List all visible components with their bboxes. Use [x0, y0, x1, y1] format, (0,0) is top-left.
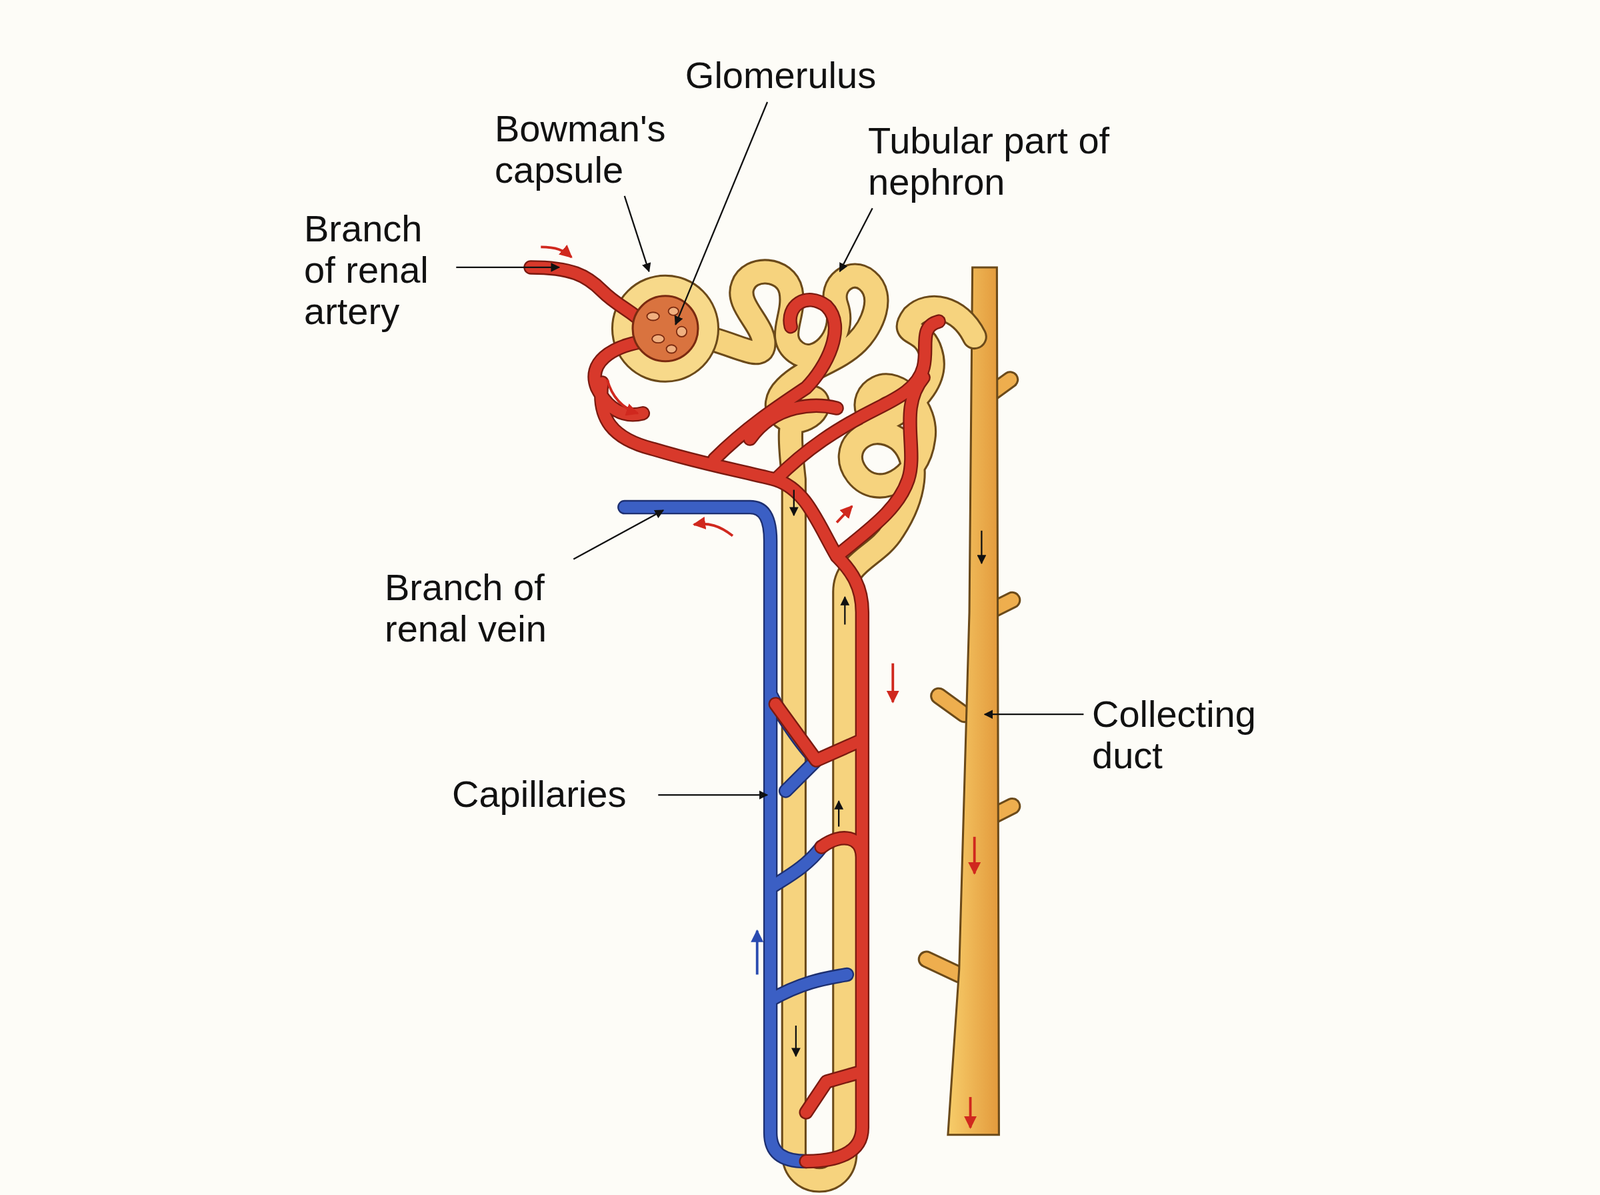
- flow-arrows: [844, 596, 846, 624]
- flow-arrows: [980, 530, 982, 564]
- part-label: Branch of renal vein: [384, 566, 585, 650]
- bowmans-capsule-shape: [612, 275, 718, 382]
- collecting-duct-tube: [948, 267, 1000, 1135]
- leader-lines: [984, 713, 1084, 715]
- glomerulus-shape: [632, 296, 698, 362]
- bowmans-capsule-shape: [612, 275, 718, 382]
- part-label: Capillaries: [452, 773, 652, 815]
- part-label: Glomerulus: [674, 54, 888, 96]
- flow-arrows: [540, 246, 982, 1128]
- flow-arrows: [838, 800, 840, 826]
- part-label: Branch of renal artery: [304, 208, 448, 332]
- part-label: Collecting duct: [1092, 693, 1279, 776]
- leader-lines: [456, 266, 560, 268]
- flow-arrows: [694, 524, 733, 536]
- flow-arrows: [540, 246, 572, 257]
- nephron-tubule: [714, 271, 974, 1180]
- flow-arrows: [756, 930, 759, 975]
- artery-vessel: [530, 267, 939, 1162]
- flow-arrows: [607, 379, 638, 414]
- glomerulus-shape: [652, 334, 664, 343]
- flow-arrows: [973, 836, 976, 874]
- vein-vessel: [624, 507, 848, 1162]
- flow-arrows: [836, 506, 852, 522]
- flow-arrows: [795, 1025, 797, 1056]
- leader-lines: [456, 102, 1084, 795]
- glomerulus-shape: [646, 312, 659, 320]
- part-label: Bowman's capsule: [494, 108, 695, 191]
- leader-lines: [840, 208, 873, 272]
- nephron-tubule: [714, 271, 974, 1180]
- leader-lines: [658, 794, 768, 796]
- artery-vessel: [530, 267, 939, 1162]
- vein-vessel: [624, 507, 848, 1162]
- leader-lines: [624, 196, 650, 272]
- glomerulus-shape: [676, 326, 687, 337]
- flow-arrows: [969, 1096, 972, 1128]
- nephron-tubule: [714, 271, 974, 1180]
- glomerulus-shape: [666, 344, 677, 353]
- flow-arrows: [891, 663, 894, 702]
- glomerulus-shape: [632, 296, 698, 362]
- glomerulus-shape: [668, 307, 679, 316]
- collecting-duct-tube: [926, 267, 1013, 1135]
- leader-lines: [675, 102, 768, 325]
- flow-arrows: [793, 490, 795, 516]
- vein-vessel: [624, 507, 848, 1162]
- artery-vessel: [530, 267, 939, 1162]
- part-label: Tubular part of nephron: [868, 120, 1155, 203]
- leader-lines: [573, 510, 664, 559]
